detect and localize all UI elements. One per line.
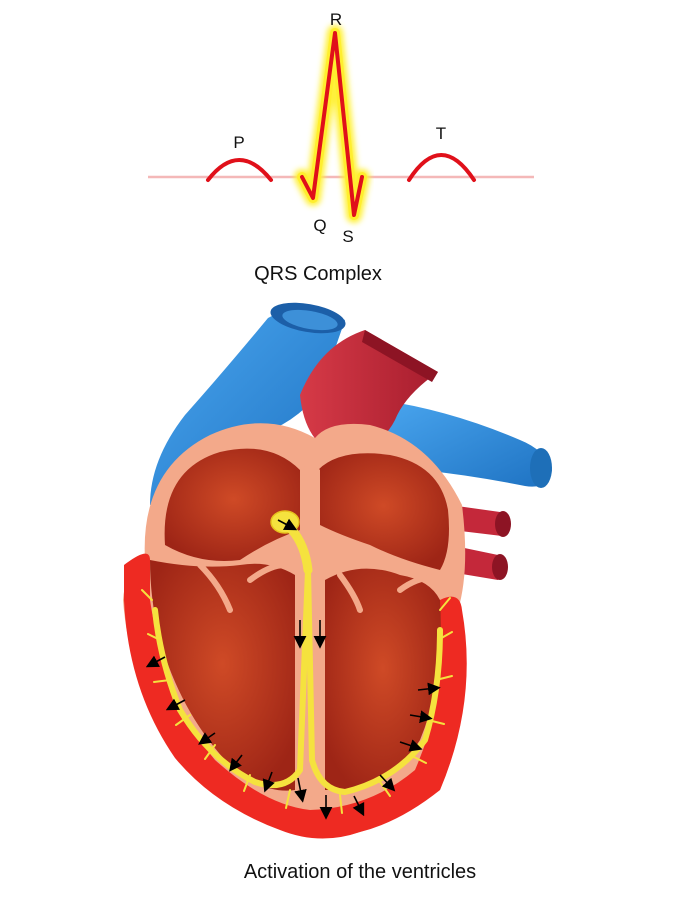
activation-arrows — [145, 518, 441, 820]
label-r: R — [330, 10, 342, 29]
right-bundle-branch — [152, 567, 311, 788]
heart-illustration — [123, 302, 552, 839]
t-wave — [407, 153, 476, 182]
wave-arrow-icon — [409, 710, 433, 723]
right-ventricle — [150, 560, 295, 791]
ventricular-myocardium — [124, 553, 467, 839]
pulmonary-vein-lower-end — [492, 554, 508, 580]
atrial-septum — [300, 465, 320, 560]
wave-arrow-icon — [165, 698, 186, 711]
vena-cava-lumen — [282, 309, 338, 331]
qrs-complex-wave — [300, 31, 364, 217]
label-t: T — [436, 124, 446, 143]
wave-arrow-icon — [399, 739, 423, 752]
conduction-system — [141, 510, 453, 814]
p-wave — [206, 158, 273, 182]
left-bundle-branch — [305, 567, 443, 795]
label-s: S — [342, 227, 353, 246]
right-atrium — [164, 448, 303, 561]
wave-arrow-icon — [417, 682, 441, 696]
wave-arrow-icon — [379, 774, 396, 792]
tricuspid-valve — [197, 562, 288, 613]
heart-caption: Activation of the ventricles — [244, 861, 476, 883]
pulmonary-vein-upper-end — [495, 511, 511, 537]
wave-arrow-icon — [262, 771, 275, 793]
label-p: P — [233, 133, 244, 152]
wave-arrow-icon — [352, 795, 365, 817]
wave-arrow-icon — [277, 518, 298, 531]
pulmonary-artery-end — [530, 448, 552, 488]
wave-arrow-icon — [229, 754, 243, 772]
label-q: Q — [313, 216, 326, 235]
left-ventricle — [325, 568, 441, 790]
aorta-rim — [362, 330, 438, 382]
wave-arrow-icon — [198, 732, 216, 745]
wave-arrow-icon — [145, 655, 166, 668]
mitral-valve — [337, 572, 443, 613]
ecg-trace: R P T Q S QRS Complex — [148, 10, 534, 285]
left-atrium — [318, 453, 449, 570]
bundle-of-his — [287, 525, 313, 575]
ecg-title: QRS Complex — [254, 263, 382, 285]
wave-arrow-icon — [294, 777, 307, 803]
